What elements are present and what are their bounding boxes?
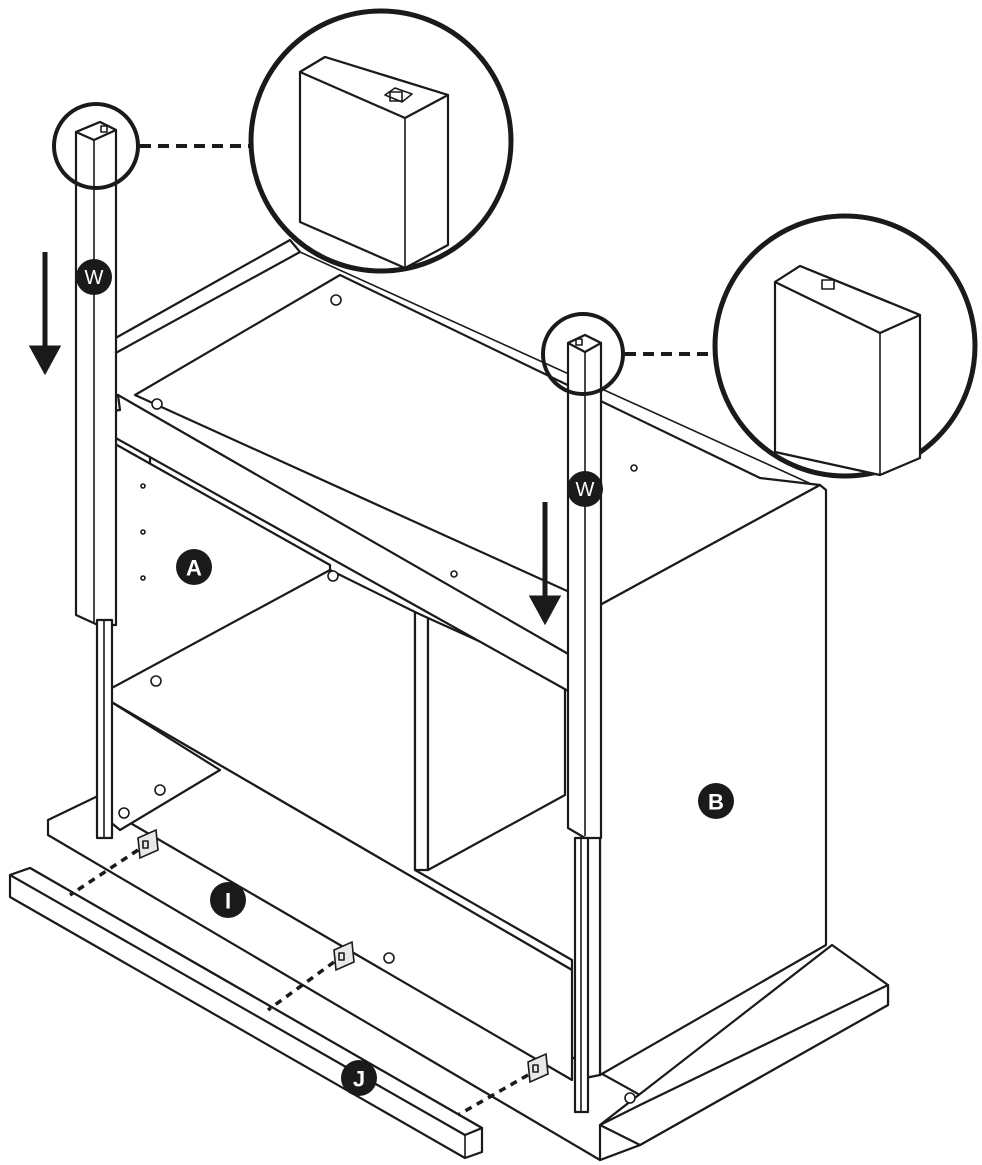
down-arrow-icon-left xyxy=(28,252,62,376)
label-b-text: B xyxy=(708,790,724,815)
bottom-board xyxy=(106,698,574,1082)
bracket-3 xyxy=(527,1052,549,1084)
label-b: B xyxy=(698,783,734,819)
down-arrow-icon-right xyxy=(528,502,562,626)
label-w-right: W xyxy=(567,471,603,507)
label-i: I xyxy=(210,882,246,918)
base-plinth xyxy=(46,793,890,1162)
label-w-left-text: W xyxy=(85,267,104,289)
label-j: J xyxy=(341,1060,377,1096)
center-divider xyxy=(413,610,567,872)
label-j-text: J xyxy=(353,1067,365,1092)
label-a: A xyxy=(176,549,212,585)
label-w-left: W xyxy=(76,259,112,295)
label-w-right-text: W xyxy=(576,479,595,501)
bracket-1 xyxy=(137,828,159,860)
leg-left-w xyxy=(74,120,118,840)
bracket-2 xyxy=(333,940,355,972)
detail-zoom-left xyxy=(52,8,514,274)
label-a-text: A xyxy=(186,556,202,581)
leg-right-w xyxy=(566,333,603,1114)
connection-lines xyxy=(69,848,529,1117)
detail-zoom-right xyxy=(541,213,978,479)
label-i-text: I xyxy=(225,889,231,914)
